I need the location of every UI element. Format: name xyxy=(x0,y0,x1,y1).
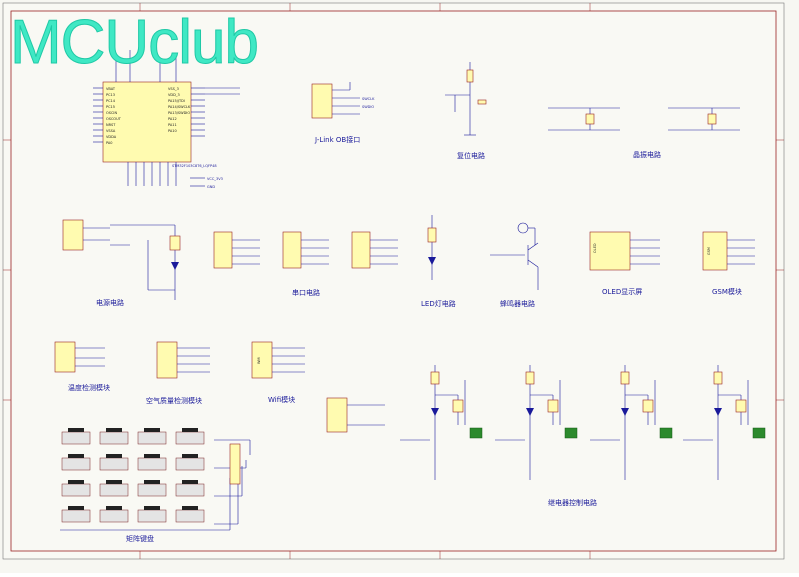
caption-relay: 继电器控制电路 xyxy=(548,498,597,507)
caption-power: 电源电路 xyxy=(96,298,124,307)
wifi-part: Wifi xyxy=(257,357,261,364)
caption-led: LED灯电路 xyxy=(421,299,456,308)
svg-text:VDDA: VDDA xyxy=(106,135,117,139)
svg-text:OSCIN: OSCIN xyxy=(106,111,117,115)
keypad-block: 矩阵键盘 xyxy=(60,428,251,543)
keypad-key xyxy=(99,480,129,497)
mcu-vcc-label: VCC_3V3 xyxy=(207,177,223,181)
wifi-block: Wifi Wifi模块 xyxy=(251,341,305,404)
svg-text:VSS_3: VSS_3 xyxy=(168,87,179,91)
watermark-logo: MCUclub xyxy=(10,8,260,77)
sensor-block xyxy=(326,397,385,433)
svg-text:VDD_3: VDD_3 xyxy=(168,93,180,97)
oled-part: OLED xyxy=(593,243,597,253)
gsm-part: GSM xyxy=(707,247,711,255)
power-block: 电源电路 xyxy=(62,219,181,307)
keypad-key xyxy=(175,480,205,497)
caption-gsm: GSM模块 xyxy=(712,287,742,296)
svg-text:PA12: PA12 xyxy=(168,117,177,121)
keypad-key xyxy=(137,480,167,497)
keypad-key xyxy=(175,428,205,445)
svg-text:PA10: PA10 xyxy=(168,129,177,133)
svg-text:PA14/SWCLK: PA14/SWCLK xyxy=(168,105,191,109)
gsm-block: GSM GSM模块 xyxy=(702,231,755,296)
relay-channel-3 xyxy=(590,365,673,480)
mcu-part-label: STM32F103C8T6_LQFP48 xyxy=(172,164,217,168)
keypad-key xyxy=(137,428,167,445)
svg-text:OSCOUT: OSCOUT xyxy=(106,117,122,121)
svg-text:PC13: PC13 xyxy=(106,93,115,97)
keypad-key xyxy=(99,454,129,471)
caption-keypad: 矩阵键盘 xyxy=(126,534,154,543)
keypad-key xyxy=(99,428,129,445)
caption-temp: 温度检测模块 xyxy=(68,383,110,392)
svg-text:PA15/JTDI: PA15/JTDI xyxy=(168,99,185,103)
keypad-key xyxy=(61,480,91,497)
jlink-block: SWCLK SWDIO J-Link OB接口 xyxy=(311,82,375,144)
keypad-key xyxy=(99,506,129,523)
svg-text:PA0: PA0 xyxy=(106,141,113,145)
svg-text:VSSA: VSSA xyxy=(106,129,116,133)
led-block: LED灯电路 xyxy=(421,215,456,308)
buzzer-block: 蜂鸣器电路 xyxy=(490,222,539,308)
relay-block: 继电器控制电路 xyxy=(400,365,766,507)
inner-border xyxy=(10,10,777,552)
relay-channel-1 xyxy=(400,365,483,480)
serial-block: 串口电路 xyxy=(213,231,398,297)
jlink-swdio: SWDIO xyxy=(362,105,374,109)
caption-wifi: Wifi模块 xyxy=(268,395,295,404)
keypad-key xyxy=(175,454,205,471)
caption-serial: 串口电路 xyxy=(292,288,320,297)
svg-text:PC14: PC14 xyxy=(106,99,116,103)
svg-text:PC15: PC15 xyxy=(106,105,115,109)
svg-text:NRST: NRST xyxy=(106,123,116,127)
caption-oled: OLED显示屏 xyxy=(602,288,642,296)
keypad-key xyxy=(61,428,91,445)
svg-text:PA13/SWDIO: PA13/SWDIO xyxy=(168,111,190,115)
keypad-key xyxy=(61,454,91,471)
svg-text:VBAT: VBAT xyxy=(106,87,116,91)
relay-channel-2 xyxy=(495,365,578,480)
keypad-key xyxy=(137,454,167,471)
keypad-key xyxy=(61,506,91,523)
keypad-keys xyxy=(61,428,205,523)
reset-block: 复位电路 xyxy=(445,62,487,160)
temp-block: 温度检测模块 xyxy=(54,341,110,392)
caption-buzzer: 蜂鸣器电路 xyxy=(500,299,535,308)
mcu-gnd-label: GND xyxy=(207,185,215,189)
svg-text:PA11: PA11 xyxy=(168,123,177,127)
caption-air: 空气质量检测模块 xyxy=(146,396,202,405)
jlink-swclk: SWCLK xyxy=(362,97,375,101)
air-block: 空气质量检测模块 xyxy=(146,341,210,405)
relay-channel-4 xyxy=(683,365,766,480)
caption-reset: 复位电路 xyxy=(457,151,485,160)
oled-block: OLED OLED显示屏 xyxy=(589,231,660,296)
crystal-block: 晶振电路 xyxy=(548,107,740,159)
border-ticks xyxy=(3,3,784,559)
keypad-key xyxy=(175,506,205,523)
keypad-key xyxy=(137,506,167,523)
caption-jlink: J-Link OB接口 xyxy=(314,135,360,144)
caption-crystal: 晶振电路 xyxy=(633,150,661,159)
